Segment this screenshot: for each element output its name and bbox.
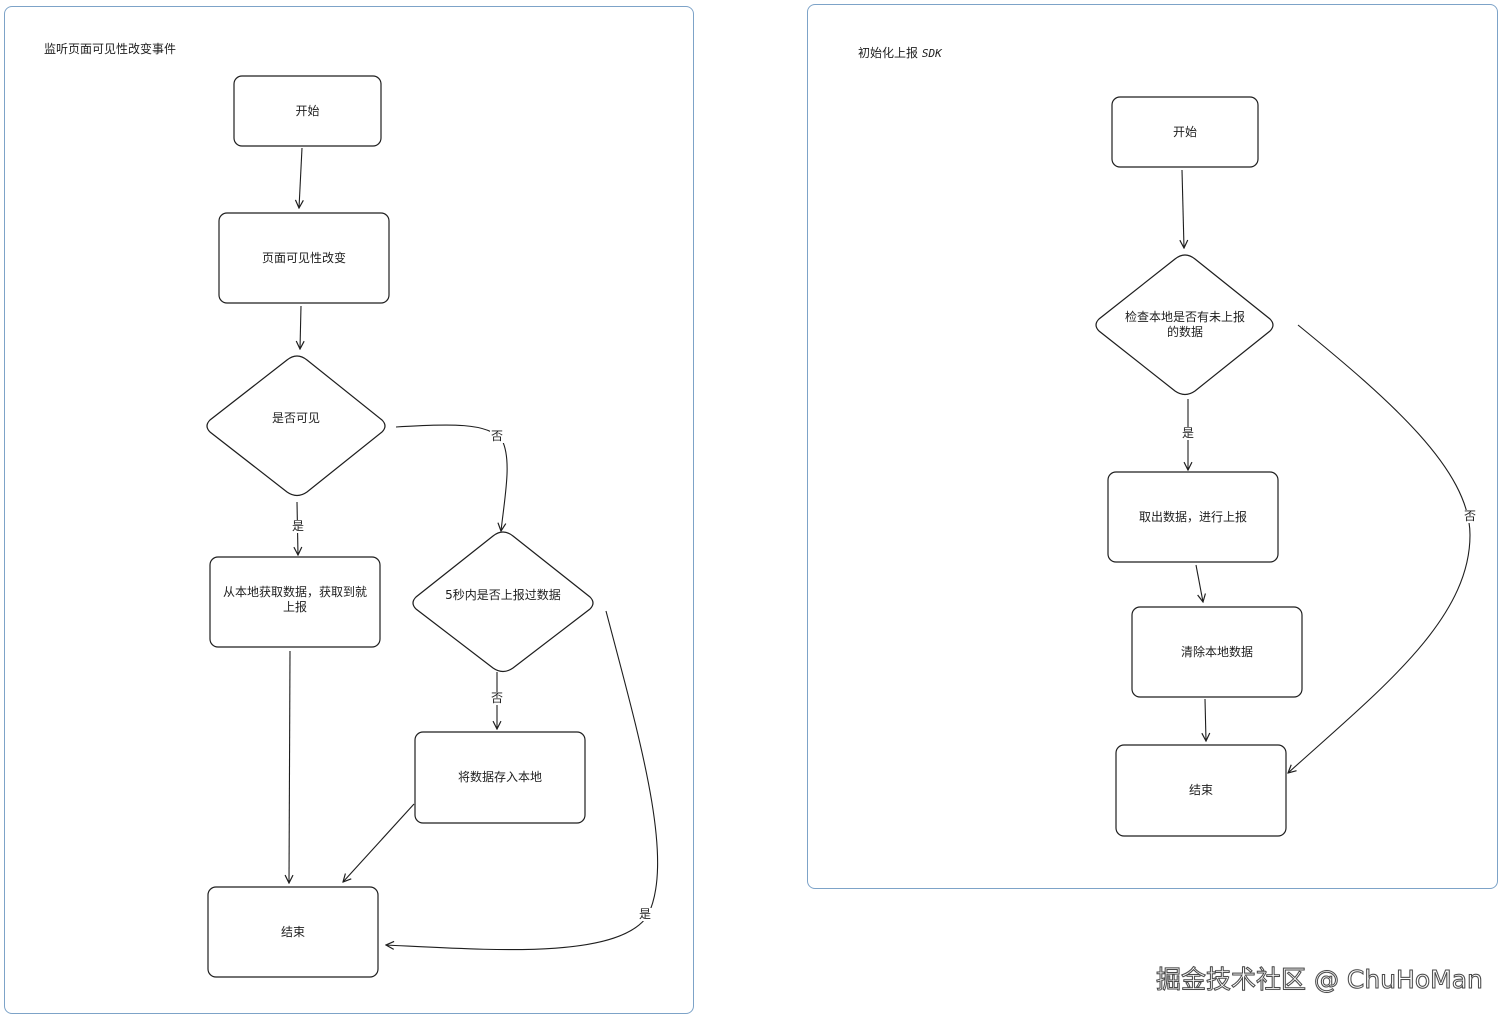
label-right-report: 取出数据，进行上报 bbox=[1138, 509, 1247, 524]
label-left-read-local: 从本地获取数据，获取到就上报 bbox=[222, 585, 367, 614]
edge-left-read-to-end bbox=[289, 650, 290, 883]
node-left-end[interactable] bbox=[207, 886, 379, 978]
node-left-reported-in-5s[interactable] bbox=[412, 531, 594, 673]
label-right-check-local: 检查本地是否有未上报的数据 bbox=[1124, 310, 1245, 339]
node-right-start[interactable] bbox=[1111, 96, 1259, 168]
edge-label-right-check-yes: 是 bbox=[1181, 426, 1196, 440]
frame-title-right-suffix: SDK bbox=[921, 47, 942, 60]
node-right-end[interactable] bbox=[1115, 744, 1287, 837]
label-left-visibility-change: 页面可见性改变 bbox=[261, 250, 346, 265]
label-right-end: 结束 bbox=[1188, 783, 1213, 797]
edge-right-start-to-check bbox=[1182, 169, 1184, 248]
label-left-is-visible: 是否可见 bbox=[271, 410, 320, 425]
node-left-start[interactable] bbox=[233, 75, 382, 147]
edge-label-left-5s-no: 否 bbox=[490, 691, 505, 705]
frame-title-right: 初始化上报 SDK bbox=[858, 44, 942, 61]
frame-left bbox=[4, 6, 694, 1014]
label-right-clear-local: 清除本地数据 bbox=[1180, 644, 1253, 659]
edge-right-clear-to-end bbox=[1205, 698, 1206, 741]
node-left-save-local[interactable] bbox=[414, 731, 586, 824]
node-right-clear-local[interactable] bbox=[1131, 606, 1303, 698]
label-left-save-local: 将数据存入本地 bbox=[457, 770, 542, 784]
watermark: 掘金技术社区 @ ChuHoMan bbox=[1156, 965, 1484, 995]
edge-label-left-5s-yes: 是 bbox=[638, 907, 653, 921]
node-right-check-local[interactable] bbox=[1095, 254, 1274, 396]
edge-label-right-check-no: 否 bbox=[1463, 509, 1478, 523]
frame-title-right-text: 初始化上报 bbox=[858, 46, 919, 60]
label-right-start: 开始 bbox=[1172, 124, 1197, 139]
edge-left-start-to-change bbox=[299, 147, 302, 208]
frame-right bbox=[807, 4, 1498, 889]
label-left-end: 结束 bbox=[280, 924, 305, 939]
edge-label-left-visible-yes: 是 bbox=[291, 519, 306, 533]
label-left-reported-in-5s: 5秒内是否上报过数据 bbox=[445, 587, 561, 602]
node-left-is-visible[interactable] bbox=[206, 355, 386, 497]
frame-title-left: 监听页面可见性改变事件 bbox=[44, 42, 177, 56]
edge-left-change-to-visible bbox=[300, 305, 301, 349]
node-right-report[interactable] bbox=[1107, 471, 1279, 563]
edge-right-check-no bbox=[1288, 324, 1471, 773]
node-left-visibility-change[interactable] bbox=[218, 212, 390, 304]
edge-label-left-visible-no: 否 bbox=[490, 429, 505, 443]
edge-left-save-to-end bbox=[343, 803, 415, 882]
label-left-start: 开始 bbox=[295, 103, 320, 118]
edge-right-report-to-clear bbox=[1195, 564, 1203, 602]
node-left-read-local[interactable] bbox=[209, 556, 381, 648]
